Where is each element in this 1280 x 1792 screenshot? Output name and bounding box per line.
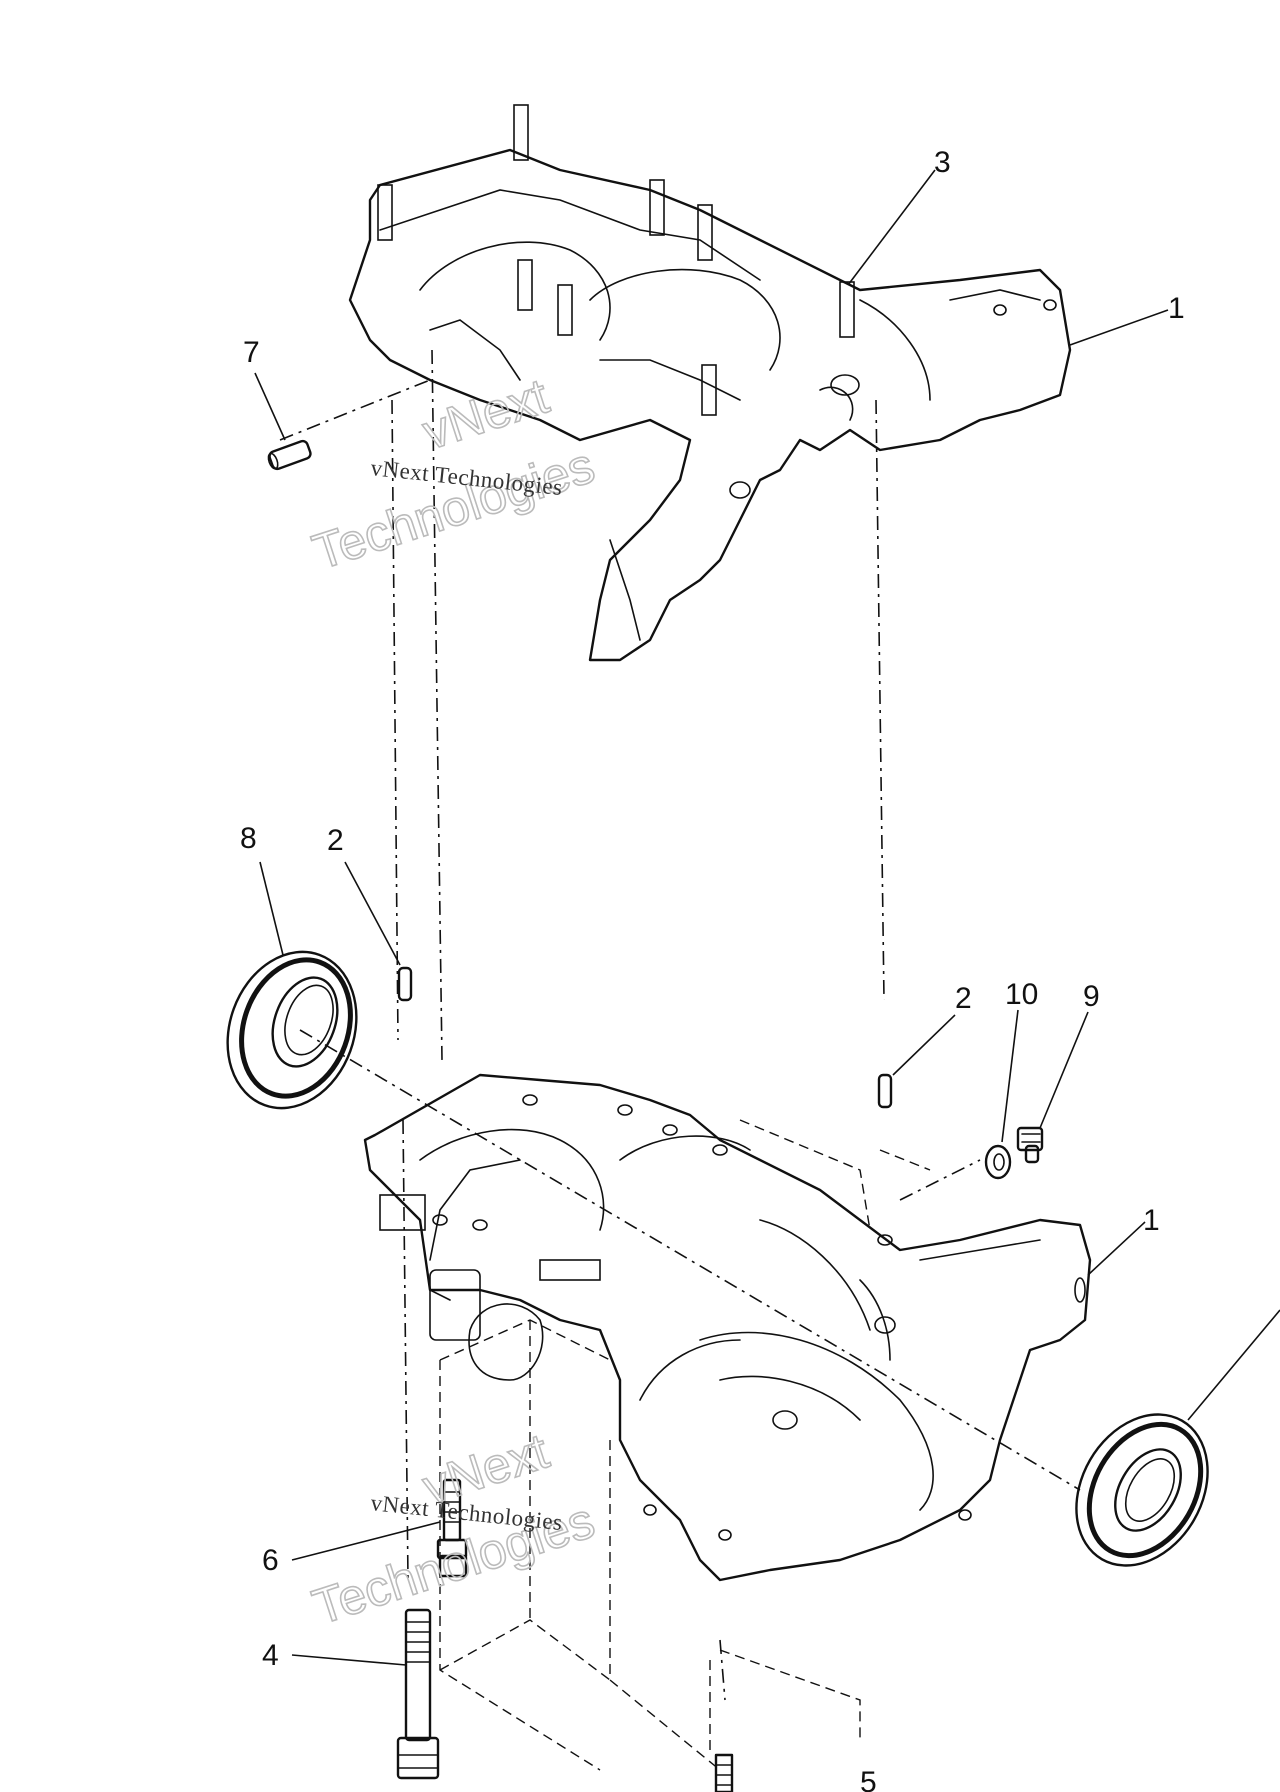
callout-1-top: 1 bbox=[1168, 292, 1185, 325]
dowel-pin-part-7 bbox=[267, 439, 312, 471]
lower-crankcase bbox=[363, 1073, 1092, 1582]
callout-2-left: 2 bbox=[327, 824, 344, 857]
callout-labels: 3 1 7 8 2 2 10 9 1 6 4 5 bbox=[240, 146, 1185, 1792]
callout-8: 8 bbox=[240, 822, 257, 855]
bolt-part-4 bbox=[396, 1608, 440, 1780]
stud-part-5 bbox=[714, 1753, 734, 1792]
washer-part-10 bbox=[984, 1144, 1012, 1180]
stud-part-3 bbox=[839, 281, 855, 338]
oil-seal-part-8 bbox=[226, 950, 358, 1110]
dowel-pin-part-2-right bbox=[877, 1073, 893, 1109]
watermark-bottom: vNext Technologies vNext Technologies bbox=[305, 1422, 601, 1636]
callout-2-right: 2 bbox=[955, 982, 972, 1015]
oil-seal-bottom-right bbox=[1075, 1413, 1209, 1567]
callout-3: 3 bbox=[934, 146, 951, 179]
studs-upper bbox=[377, 104, 855, 416]
upper-crankcase bbox=[348, 148, 1072, 662]
dowel-pin-part-2-left bbox=[397, 966, 413, 1002]
callout-6: 6 bbox=[262, 1544, 279, 1577]
callout-5: 5 bbox=[860, 1766, 877, 1792]
plug-screw-part-9 bbox=[1016, 1126, 1044, 1164]
callout-4: 4 bbox=[262, 1639, 279, 1672]
leader-lines bbox=[254, 169, 1280, 1666]
callout-9: 9 bbox=[1083, 980, 1100, 1013]
svg-text:Technologies: Technologies bbox=[306, 437, 601, 580]
watermark-top: vNext Technologies vNext Technologies bbox=[305, 367, 601, 581]
stud-bolt-part-6 bbox=[436, 1478, 468, 1578]
assembly-lines bbox=[279, 349, 1081, 1701]
callout-10: 10 bbox=[1005, 978, 1038, 1011]
callout-1-bottom: 1 bbox=[1143, 1204, 1160, 1237]
phantom-box bbox=[439, 1119, 931, 1771]
callout-7: 7 bbox=[243, 336, 260, 369]
